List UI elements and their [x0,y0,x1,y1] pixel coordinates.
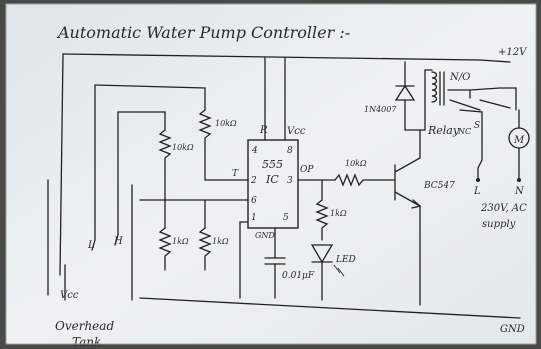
transistor-label: BC547 [423,181,455,191]
transistor [394,129,422,306]
relay-no-label: N/O [449,72,470,83]
tank-label-2: Tank [72,335,101,349]
diagram-title: Automatic Water Pump Controller :- [56,23,350,42]
ic-name: 555 [262,158,283,171]
supply-label-1: 230V, AC [480,203,527,214]
ic-pin-t: T [232,169,239,179]
paper-sheet [6,4,536,344]
ic-gnd-label: GND [255,231,275,240]
r1k-led-label: 1kΩ [330,209,347,218]
switch-label: S [474,121,480,131]
supply-label-2: supply [482,219,516,230]
ic-pin-op: OP [300,165,314,175]
tank-label-1: Overhead [55,319,114,333]
r10k-right-label: 10kΩ [215,119,237,128]
diode [394,61,421,131]
probe-l-label: L [87,240,95,251]
r10k-left-label: 10kΩ [172,143,194,152]
gnd-label: GND [500,324,525,335]
gnd-rail [139,297,521,319]
ic-pin-2: 2 [250,176,257,186]
resistor-1k-led [315,199,329,241]
resistor-1k-left [158,227,172,271]
ic-pin-5: 5 [283,213,289,223]
r1k-left-label: 1kΩ [172,237,189,246]
ic-555 [239,57,299,299]
resistor-10k-right [198,109,249,181]
mains-wires [459,109,521,182]
resistor-10k-left [158,129,172,201]
relay-nc-label: NC [457,127,471,136]
vplus-label: +12V [498,47,528,58]
neutral-label: N [514,186,525,197]
probe-vcc-label: Vcc [60,290,79,301]
ic-pin-r: R [259,125,268,136]
ic-pin-3: 3 [287,176,293,186]
cap-label: 0.01μF [282,271,315,281]
ic-pin-vcc: Vcc [287,126,306,137]
relay-coil [419,69,445,131]
ic-pin-6: 6 [251,196,257,206]
relay-contacts [447,87,517,111]
ic-pin-1: 1 [251,213,257,223]
motor [508,109,530,161]
probe-wires [47,84,206,301]
resistor-10k-base [334,173,396,187]
ic-sub: IC [265,173,279,186]
diode-label: 1N4007 [364,105,397,114]
led-label: LED [335,255,356,265]
capacitor [264,257,286,299]
relay-label: Relay [427,124,460,137]
ic-pin-8: 8 [287,146,293,156]
probe-h-label: H [113,236,123,247]
line-label: L [473,186,481,197]
vcc-rail [59,53,511,276]
motor-label: M [513,135,525,146]
led [310,244,345,301]
resistor-1k-right [198,227,212,271]
r10k-base-label: 10kΩ [345,159,367,168]
ic-pin-4: 4 [251,146,258,156]
r1k-right-label: 1kΩ [212,237,229,246]
